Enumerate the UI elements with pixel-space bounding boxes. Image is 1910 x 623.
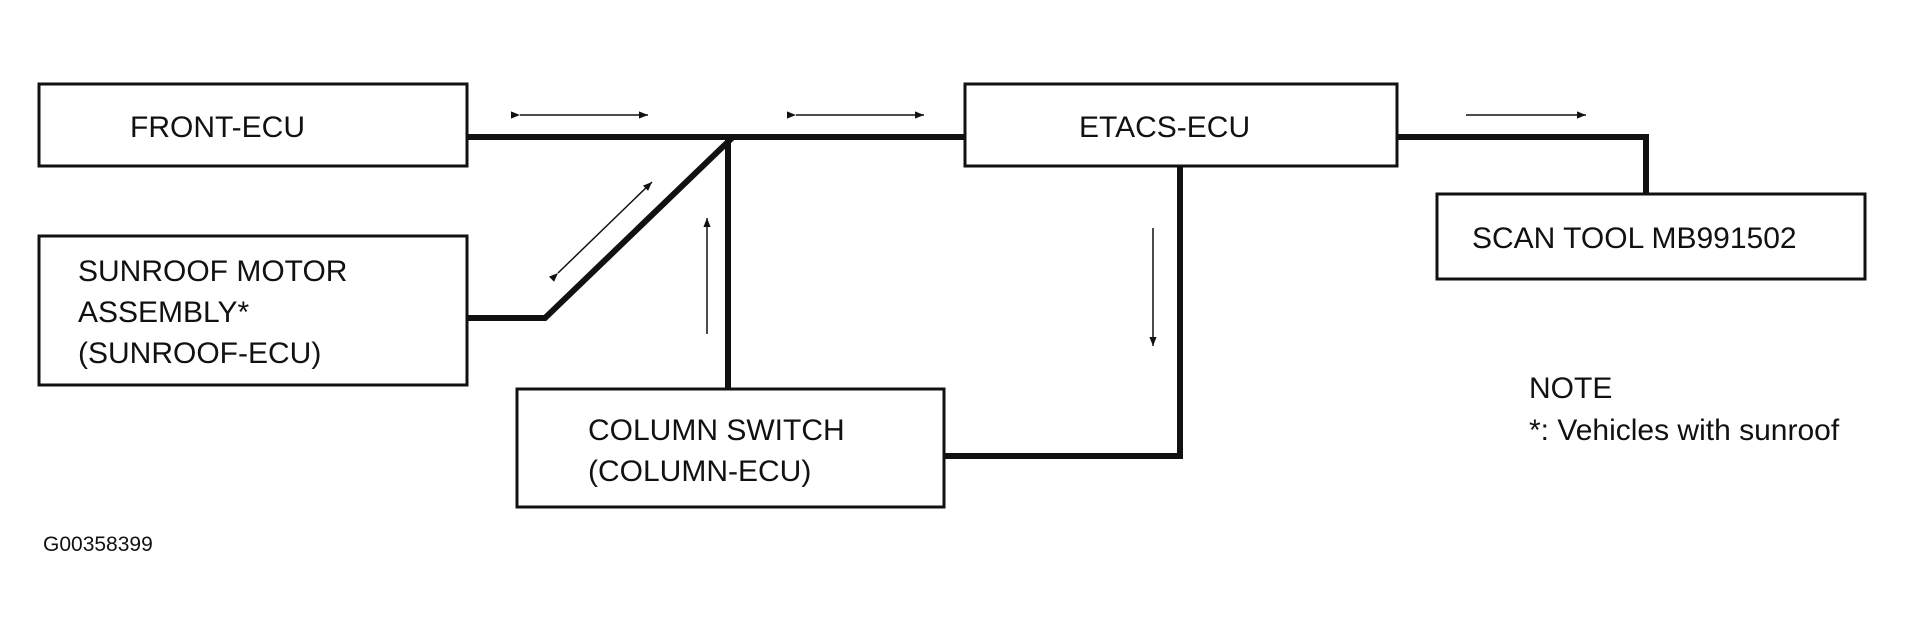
column-switch-box: COLUMN SWITCH (COLUMN-ECU)	[515, 387, 946, 509]
figure-code: G00358399	[43, 533, 153, 556]
sunroof-label-line2: ASSEMBLY*	[78, 296, 250, 329]
note-title: NOTE	[1529, 372, 1612, 405]
etacs-ecu-box: ETACS-ECU	[963, 82, 1399, 168]
note-text: *: Vehicles with sunroof	[1529, 414, 1840, 447]
sunroof-label-line3: (SUNROOF-ECU)	[78, 337, 321, 370]
wire-etacs-to-scan-tool	[1397, 134, 1649, 194]
etacs-ecu-label: ETACS-ECU	[1079, 111, 1250, 144]
arrow-bidirectional-sunroof	[549, 181, 653, 282]
front-ecu-box: FRONT-ECU	[37, 82, 469, 168]
column-label-line1: COLUMN SWITCH	[588, 414, 845, 447]
sunroof-label-line1: SUNROOF MOTOR	[78, 255, 347, 288]
bus-wiring	[467, 134, 1649, 459]
sunroof-motor-box: SUNROOF MOTOR ASSEMBLY* (SUNROOF-ECU)	[37, 234, 469, 387]
signal-arrows	[511, 111, 1586, 346]
scan-tool-label: SCAN TOOL MB991502	[1472, 222, 1797, 255]
column-label-line2: (COLUMN-ECU)	[588, 455, 811, 488]
front-ecu-label: FRONT-ECU	[130, 111, 305, 144]
wire-column-to-etacs	[944, 166, 1183, 459]
scan-tool-box: SCAN TOOL MB991502	[1435, 192, 1867, 281]
wire-sunroof-to-bus	[467, 134, 736, 321]
note-block: NOTE *: Vehicles with sunroof	[1529, 372, 1840, 447]
